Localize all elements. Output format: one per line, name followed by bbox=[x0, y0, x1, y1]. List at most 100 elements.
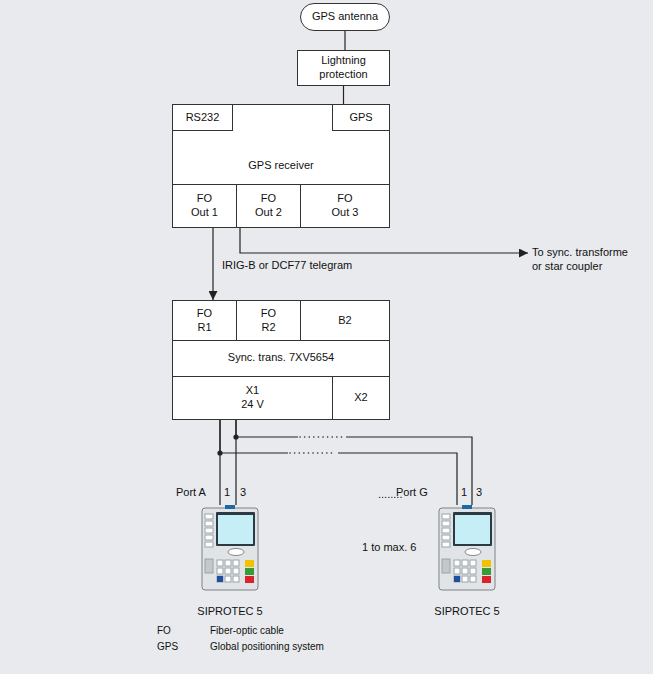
wire bbox=[344, 31, 345, 50]
side-key bbox=[442, 521, 450, 526]
device-notch bbox=[462, 505, 472, 509]
keypad-key bbox=[217, 576, 223, 582]
function-key bbox=[245, 560, 254, 567]
port-cell: FO Out 3 bbox=[300, 184, 390, 228]
keypad-key bbox=[217, 568, 223, 574]
abbreviation: GPS bbox=[157, 641, 178, 654]
side-key bbox=[205, 521, 213, 526]
side-key bbox=[442, 528, 450, 533]
abbreviation-meaning: Global positioning system bbox=[210, 641, 324, 654]
device-screen bbox=[218, 515, 253, 544]
port-cell: GPS bbox=[332, 104, 390, 131]
port-cell: FO R1 bbox=[172, 300, 237, 341]
keypad-key bbox=[462, 560, 468, 566]
keypad-key bbox=[454, 568, 460, 574]
box-label: FO Out 2 bbox=[254, 192, 284, 220]
dotted-wire bbox=[290, 452, 336, 454]
function-key bbox=[482, 568, 491, 575]
keypad-key bbox=[454, 576, 460, 582]
function-key bbox=[482, 576, 491, 583]
wire bbox=[220, 420, 472, 505]
box-label: GPS receiver bbox=[173, 159, 389, 173]
junction-dot bbox=[217, 450, 222, 455]
device-notch bbox=[225, 505, 235, 509]
keypad-key bbox=[462, 568, 468, 574]
side-panel bbox=[442, 559, 450, 573]
box-label: RS232 bbox=[186, 111, 220, 125]
side-key bbox=[442, 535, 450, 540]
wire bbox=[343, 86, 344, 104]
box-label: Lightning protection bbox=[306, 54, 381, 82]
keypad-key bbox=[233, 576, 239, 582]
screen-frame bbox=[216, 512, 255, 546]
box-label: X1 24 V bbox=[240, 384, 266, 412]
junction-dot bbox=[233, 434, 238, 439]
dot-gap bbox=[298, 432, 346, 442]
box-label: FO R1 bbox=[190, 307, 220, 335]
pin-number: 1 bbox=[461, 486, 467, 500]
box-label: Sync. trans. 7XV5654 bbox=[173, 351, 389, 365]
side-key bbox=[205, 542, 213, 547]
side-key bbox=[205, 535, 213, 540]
receiver-box: GPS receiver RS232 GPS FO Out 1 FO Out 2 FO O… bbox=[172, 104, 390, 228]
keypad-key bbox=[470, 576, 476, 582]
keypad-key bbox=[233, 560, 239, 566]
port-cell: X2 bbox=[332, 376, 390, 420]
box-label: FO R2 bbox=[254, 307, 284, 335]
pin-number: 3 bbox=[476, 486, 482, 500]
port-cell: X1 24 V bbox=[172, 376, 333, 420]
port-cell: FO R2 bbox=[236, 300, 301, 341]
side-key bbox=[442, 514, 450, 519]
function-key bbox=[245, 576, 254, 583]
screen-frame bbox=[453, 512, 492, 546]
box-label: FO Out 3 bbox=[330, 192, 360, 220]
ellipsis-dots: ........ bbox=[378, 488, 402, 502]
function-key bbox=[245, 568, 254, 575]
keypad-key bbox=[225, 568, 231, 574]
keypad-key bbox=[233, 568, 239, 574]
keypad-key bbox=[225, 560, 231, 566]
keypad-key bbox=[454, 576, 460, 582]
destination-note: To sync. transforme or star coupler bbox=[532, 246, 637, 274]
device-name: SIPROTEC 5 bbox=[417, 605, 517, 619]
nav-pad bbox=[228, 549, 244, 556]
antenna-pill: GPS antenna bbox=[300, 3, 390, 31]
device-body bbox=[439, 508, 495, 590]
device-illustration bbox=[201, 505, 259, 591]
abbreviation-meaning: Fiber-optic cable bbox=[210, 625, 284, 638]
side-key bbox=[205, 514, 213, 519]
keypad-key bbox=[462, 576, 468, 582]
box-label: GPS bbox=[349, 111, 372, 125]
signal-label: IRIG-B or DCF77 telegram bbox=[220, 259, 354, 273]
device-screen bbox=[455, 515, 490, 544]
keypad-key bbox=[217, 576, 223, 582]
abbreviation: FO bbox=[157, 625, 171, 638]
port-cell: B2 bbox=[300, 300, 390, 341]
nav-pad bbox=[465, 549, 481, 556]
keypad-key bbox=[470, 560, 476, 566]
count-note: 1 to max. 6 bbox=[362, 541, 416, 555]
device-illustration bbox=[438, 505, 496, 591]
port-cell: FO Out 1 bbox=[172, 184, 237, 228]
port-name: Port A bbox=[176, 486, 206, 500]
function-key bbox=[482, 560, 491, 567]
leader-arrow bbox=[240, 228, 528, 253]
side-key bbox=[205, 528, 213, 533]
keypad-key bbox=[454, 560, 460, 566]
keypad-key bbox=[470, 568, 476, 574]
protection-device: SIPROTEC 5 bbox=[427, 505, 507, 621]
device-body bbox=[202, 508, 258, 590]
box-label: X2 bbox=[354, 391, 367, 405]
protection-box: Lightning protection bbox=[297, 50, 390, 86]
pin-number: 3 bbox=[240, 486, 246, 500]
dotted-wire bbox=[300, 436, 345, 438]
wire bbox=[220, 420, 236, 505]
side-panel bbox=[205, 559, 213, 573]
pin-number: 1 bbox=[224, 486, 230, 500]
signal-arrow bbox=[212, 228, 213, 300]
keypad-key bbox=[225, 576, 231, 582]
box-label: FO Out 1 bbox=[190, 192, 220, 220]
box-label: GPS antenna bbox=[312, 10, 378, 24]
device-name: SIPROTEC 5 bbox=[180, 605, 280, 619]
